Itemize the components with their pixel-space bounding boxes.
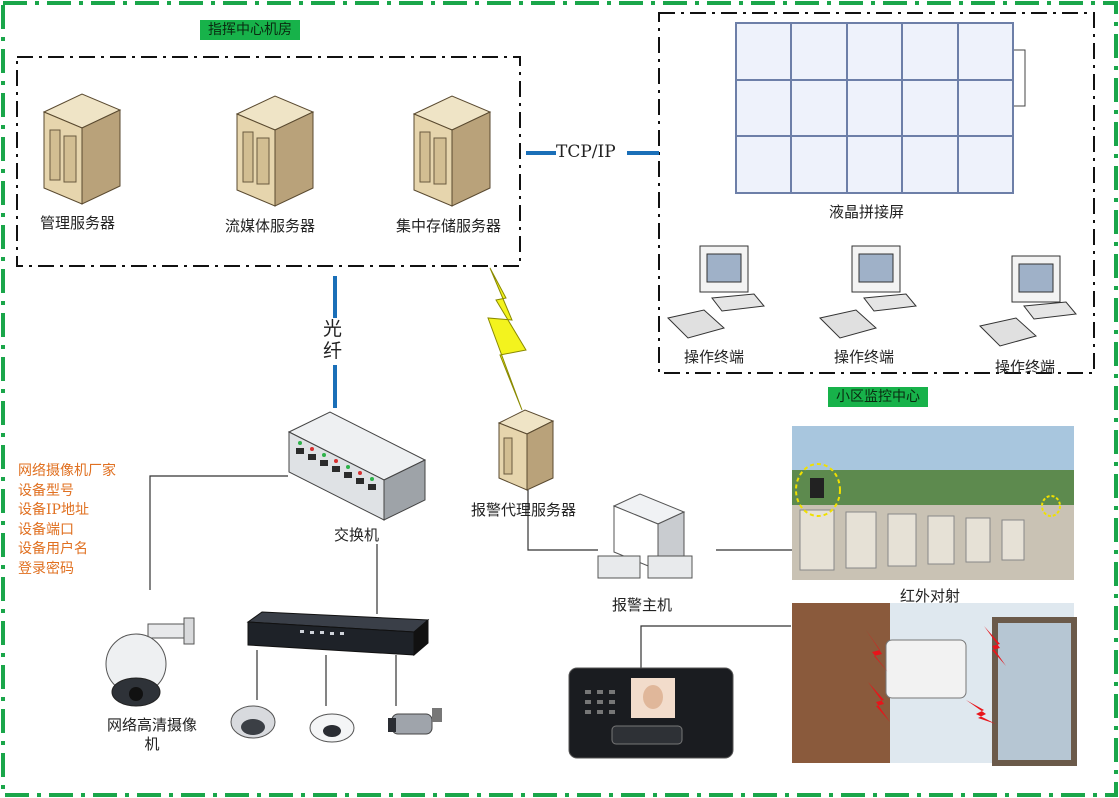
lcd-wall-label: 液晶拼接屏 xyxy=(829,203,905,221)
nvr-recorder-icon xyxy=(246,611,430,657)
alarm-proxy-label: 报警代理服务器 xyxy=(471,501,577,519)
camera-info-model: 设备型号 xyxy=(18,482,74,499)
terminal-1-icon xyxy=(667,245,765,339)
alarm-proxy-server-icon xyxy=(497,409,555,491)
camera-switch-line xyxy=(149,475,288,590)
terminal-3-label: 操作终端 xyxy=(995,358,1056,376)
hd-camera-label: 网络高清摄像机 xyxy=(107,716,198,753)
wireless-lightning xyxy=(487,267,527,411)
dome-camera-icon xyxy=(230,705,276,739)
door-sensor-photo xyxy=(792,603,1077,766)
switch-label: 交换机 xyxy=(334,526,380,544)
monitor-room-box xyxy=(658,12,1095,374)
terminal-2-label: 操作终端 xyxy=(834,348,895,366)
camera-info-manufacturer: 网络摄像机厂家 xyxy=(18,463,116,479)
infrared-fence-photo xyxy=(792,426,1074,580)
camera-info-password: 登录密码 xyxy=(18,560,74,577)
switch-icon xyxy=(287,411,427,521)
terminal-2-icon xyxy=(819,245,917,339)
command-center-box xyxy=(16,56,521,267)
face-terminal-icon xyxy=(568,667,734,759)
camera-info-username: 设备用户名 xyxy=(18,541,88,557)
mgmt-server-label: 管理服务器 xyxy=(40,214,116,232)
hd-camera-icon xyxy=(105,617,195,707)
mini-dome-camera-icon xyxy=(309,713,355,743)
command-center-tag: 指挥中心机房 xyxy=(200,20,300,40)
alarm-host-icon xyxy=(597,493,693,579)
camera-info-ip: 设备IP地址 xyxy=(18,502,89,518)
fiber-label: 光纤 xyxy=(323,318,343,362)
infrared-label: 红外对射 xyxy=(900,587,961,605)
tcpip-label: TCP/IP xyxy=(556,142,616,162)
alarm-host-label: 报警主机 xyxy=(612,596,673,614)
media-server-label: 流媒体服务器 xyxy=(225,217,316,235)
alarm-keypad-line xyxy=(640,625,791,668)
storage-server-label: 集中存储服务器 xyxy=(396,217,502,235)
media-server-icon xyxy=(235,95,315,207)
camera-info-port: 设备端口 xyxy=(18,521,74,538)
terminal-3-icon xyxy=(979,255,1077,347)
bullet-camera-icon xyxy=(388,708,442,735)
storage-server-icon xyxy=(412,95,492,207)
camera-info-list: 网络摄像机厂家 设备型号 设备IP地址 设备端口 设备用户名 登录密码 xyxy=(18,462,116,579)
terminal-1-label: 操作终端 xyxy=(684,348,745,366)
lcd-splicing-wall xyxy=(735,22,1014,194)
community-center-tag: 小区监控中心 xyxy=(828,387,928,407)
management-server-icon xyxy=(42,93,122,205)
proxy-alarm-line xyxy=(527,490,598,551)
